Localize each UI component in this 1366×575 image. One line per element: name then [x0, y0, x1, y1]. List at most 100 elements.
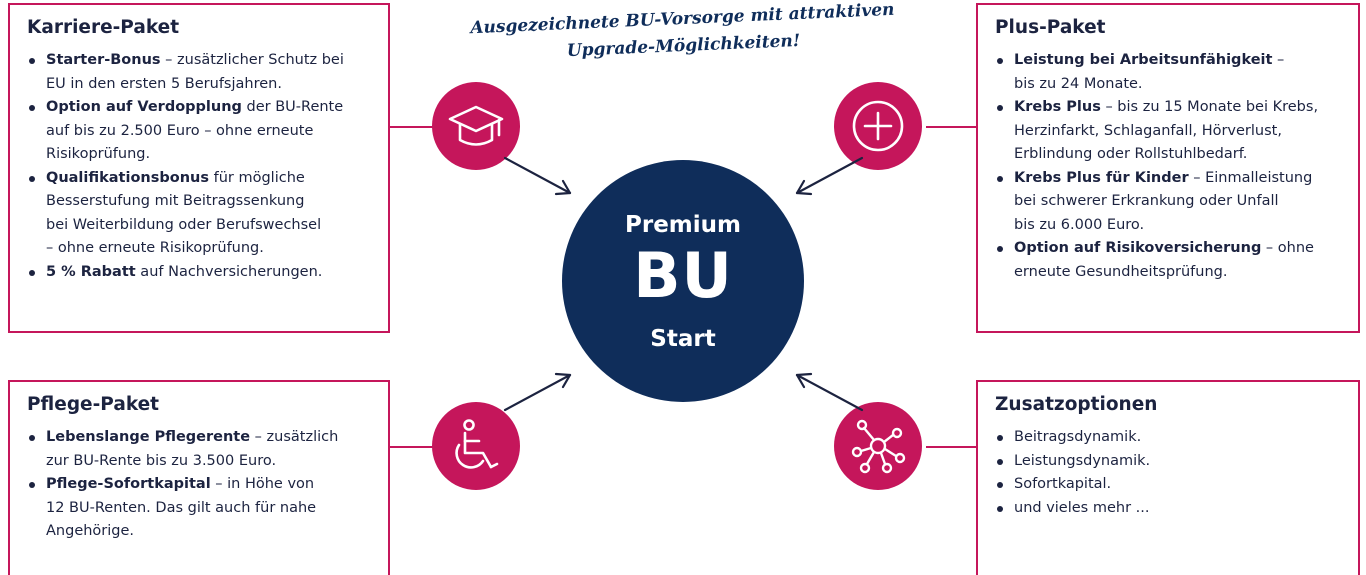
list-item-line: und vieles mehr ...: [1014, 497, 1344, 521]
pflege-paket-title: Pflege-Paket: [27, 394, 160, 415]
list-item-line: Sofortkapital.: [1014, 473, 1344, 497]
pflege-paket-box: Pflege-Paket Lebenslange Pflegerente – z…: [8, 380, 390, 575]
list-item-highlight: Krebs Plus für Kinder: [1014, 169, 1189, 186]
zusatzoptionen-box: Zusatzoptionen Beitragsdynamik. Leistungs…: [976, 380, 1360, 575]
list-item-line: erneute Gesundheitsprüfung.: [1014, 261, 1344, 285]
list-item-line: Option auf Risikoversicherung – ohne: [1014, 237, 1344, 261]
list-item-text: der BU-Rente: [241, 99, 344, 116]
list-item-text: auf bis zu 2.500 Euro – ohne erneute: [46, 122, 314, 139]
zusatz-icon-circle: [834, 402, 922, 490]
premium-bu-start-circle: Premium BU Start: [562, 160, 804, 402]
list-item-text: Sofortkapital.: [1014, 476, 1112, 493]
arrow-from-karriere: [503, 156, 572, 196]
list-item-text: – zusätzlich: [250, 429, 339, 446]
list-item-text: – Einmalleistung: [1188, 169, 1313, 186]
list-item-highlight: Leistung bei Arbeitsunfähigkeit: [1014, 52, 1273, 69]
list-item: Krebs Plus – bis zu 15 Monate bei Krebs,…: [995, 96, 1344, 167]
list-item-line: auf bis zu 2.500 Euro – ohne erneute: [46, 120, 374, 144]
list-item-line: Lebenslange Pflegerente – zusätzlich: [46, 426, 374, 450]
list-item-text: Herzinfarkt, Schlaganfall, Hörverlust,: [1014, 122, 1282, 139]
list-item-line: Pflege-Sofortkapital – in Höhe von: [46, 473, 374, 497]
plus-circle-icon: [852, 100, 904, 152]
list-item: Pflege-Sofortkapital – in Höhe von 12 BU-…: [27, 473, 374, 544]
list-item-line: bei Weiterbildung oder Berufswechsel: [46, 214, 374, 238]
arrow-from-zusatz: [795, 372, 864, 412]
list-item-highlight: Qualifikationsbonus: [46, 169, 209, 186]
list-item-line: Leistungsdynamik.: [1014, 450, 1344, 474]
graduation-cap-icon: [448, 105, 504, 146]
list-item-text: – ohne erneute Risikoprüfung.: [46, 240, 264, 257]
list-item-text: Besserstufung mit Beitragssenkung: [46, 193, 305, 210]
center-label-bu: BU: [633, 239, 733, 312]
karriere-icon-circle: [432, 82, 520, 170]
list-item-line: Herzinfarkt, Schlaganfall, Hörverlust,: [1014, 120, 1344, 144]
list-item: Leistungsdynamik.: [995, 450, 1344, 474]
plus-paket-list: Leistung bei Arbeitsunfähigkeit – bis zu …: [995, 49, 1344, 284]
list-item-line: Krebs Plus für Kinder – Einmalleistung: [1014, 167, 1344, 191]
list-item: Option auf Verdopplung der BU-Rente auf b…: [27, 96, 374, 167]
list-item-text: – bis zu 15 Monate bei Krebs,: [1100, 99, 1319, 116]
pflege-icon-circle: [432, 402, 520, 490]
list-item-text: – zusätzlicher Schutz bei: [160, 52, 344, 69]
list-item-text: bei schwerer Erkrankung oder Unfall: [1014, 193, 1279, 210]
list-item-text: Risikoprüfung.: [46, 146, 151, 163]
list-item-text: und vieles mehr ...: [1014, 499, 1150, 516]
list-item-line: bis zu 6.000 Euro.: [1014, 214, 1344, 238]
plus-paket-title: Plus-Paket: [995, 17, 1106, 38]
list-item-text: –: [1272, 52, 1285, 69]
list-item-highlight: Lebenslange Pflegerente: [46, 429, 251, 446]
list-item-text: Angehörige.: [46, 523, 135, 540]
list-item-line: zur BU-Rente bis zu 3.500 Euro.: [46, 450, 374, 474]
list-item-text: Leistungsdynamik.: [1014, 452, 1151, 469]
list-item-line: 12 BU-Renten. Das gilt auch für nahe: [46, 497, 374, 521]
list-item: Option auf Risikoversicherung – ohne erne…: [995, 237, 1344, 284]
list-item: und vieles mehr ...: [995, 497, 1344, 521]
list-item-text: Beitragsdynamik.: [1014, 429, 1142, 446]
list-item: Beitragsdynamik.: [995, 426, 1344, 450]
list-item-line: Starter-Bonus – zusätzlicher Schutz bei: [46, 49, 374, 73]
list-item-line: 5 % Rabatt auf Nachversicherungen.: [46, 261, 374, 285]
list-item-line: Leistung bei Arbeitsunfähigkeit –: [1014, 49, 1344, 73]
network-nodes-icon: [851, 419, 906, 474]
list-item-line: Qualifikationsbonus für mögliche: [46, 167, 374, 191]
list-item-text: erneute Gesundheitsprüfung.: [1014, 263, 1228, 280]
list-item-line: bei schwerer Erkrankung oder Unfall: [1014, 190, 1344, 214]
zusatzoptionen-title: Zusatzoptionen: [995, 394, 1158, 415]
list-item-highlight: Option auf Verdopplung: [46, 99, 242, 116]
list-item: Krebs Plus für Kinder – Einmalleistung be…: [995, 167, 1344, 238]
list-item-text: bis zu 6.000 Euro.: [1014, 216, 1145, 233]
list-item: Leistung bei Arbeitsunfähigkeit – bis zu …: [995, 49, 1344, 96]
list-item-highlight: Krebs Plus: [1014, 99, 1101, 116]
list-item-line: Angehörige.: [46, 520, 374, 544]
karriere-paket-box: Karriere-Paket Starter-Bonus – zusätzlic…: [8, 3, 390, 333]
list-item-text: bis zu 24 Monate.: [1014, 75, 1143, 92]
list-item-highlight: Option auf Risikoversicherung: [1014, 240, 1262, 257]
center-label-premium: Premium: [625, 212, 741, 238]
tagline: Ausgezeichnete BU-Vorsorge mit attraktiv…: [439, 0, 927, 71]
list-item: 5 % Rabatt auf Nachversicherungen.: [27, 261, 374, 285]
connector-karriere: [388, 126, 438, 128]
wheelchair-icon: [455, 419, 499, 469]
list-item-text: – ohne: [1261, 240, 1314, 257]
connector-pflege: [388, 446, 438, 448]
list-item-line: Beitragsdynamik.: [1014, 426, 1344, 450]
list-item-line: Risikoprüfung.: [46, 143, 374, 167]
zusatzoptionen-list: Beitragsdynamik. Leistungsdynamik. Sofortk…: [995, 426, 1344, 520]
arrow-from-pflege: [503, 372, 572, 412]
list-item-highlight: 5 % Rabatt: [46, 263, 136, 280]
connector-plus: [926, 126, 978, 128]
list-item-line: Option auf Verdopplung der BU-Rente: [46, 96, 374, 120]
list-item-highlight: Pflege-Sofortkapital: [46, 476, 211, 493]
list-item-text: für mögliche: [208, 169, 305, 186]
list-item-line: EU in den ersten 5 Berufsjahren.: [46, 73, 374, 97]
arrow-from-plus: [795, 156, 864, 196]
list-item-line: Krebs Plus – bis zu 15 Monate bei Krebs,: [1014, 96, 1344, 120]
list-item-text: 12 BU-Renten. Das gilt auch für nahe: [46, 499, 317, 516]
karriere-paket-title: Karriere-Paket: [27, 17, 180, 38]
plus-paket-icon-circle: [834, 82, 922, 170]
